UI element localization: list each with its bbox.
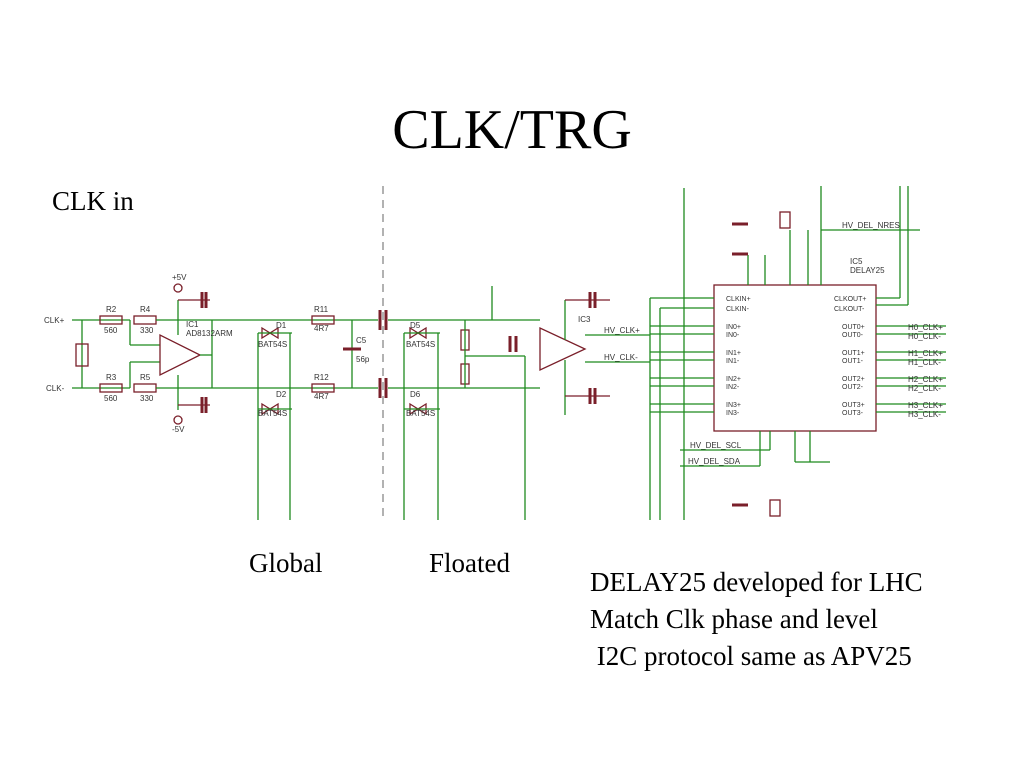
ic5-pin-in2-minus: IN2-	[726, 384, 740, 391]
ic5-pin-out3-minus: OUT3-	[842, 410, 864, 417]
val-d6: BAT54S	[406, 409, 435, 418]
ic5-pin-out3-plus: OUT3+	[842, 402, 865, 409]
ic5-pin-in3-minus: IN3-	[726, 410, 740, 417]
ref-d5: D5	[410, 321, 421, 330]
ref-c5: C5	[356, 336, 367, 345]
ic5-pin-in1-minus: IN1-	[726, 358, 740, 365]
ic5-pin-in1-plus: IN1+	[726, 350, 741, 357]
global-label: Global	[249, 548, 323, 578]
delay25-chip	[650, 186, 946, 520]
out-h3-clk-minus: H3_CLK-	[908, 410, 941, 419]
ic5-pin-in3-plus: IN3+	[726, 402, 741, 409]
ic5-pin-in0-plus: IN0+	[726, 324, 741, 331]
ref-r12: R12	[314, 373, 329, 382]
ref-r2: R2	[106, 305, 117, 314]
ic1-amplifier	[159, 333, 202, 377]
net-clk-plus: CLK+	[44, 316, 65, 325]
out-h1-clk-minus: H1_CLK-	[908, 358, 941, 367]
notes: DELAY25 developed for LHC Match Clk phas…	[590, 564, 923, 675]
out-h0-clk-minus: H0_CLK-	[908, 332, 941, 341]
ic5-pin-out0-minus: OUT0-	[842, 332, 864, 339]
val-r2: 560	[104, 326, 118, 335]
val-r11: 4R7	[314, 324, 329, 333]
ic5-pin-clkout-plus: CLKOUT+	[834, 296, 866, 303]
ic3-amplifier	[539, 326, 587, 372]
ic5-pin-out2-plus: OUT2+	[842, 376, 865, 383]
note-line: Match Clk phase and level	[590, 604, 878, 634]
ref-r11: R11	[314, 305, 329, 314]
ic5-pin-out1-plus: OUT1+	[842, 350, 865, 357]
part-ic5: DELAY25	[850, 266, 885, 275]
net-hv-del-nres: HV_DEL_NRES	[842, 221, 900, 230]
val-d1: BAT54S	[258, 340, 287, 349]
val-d2: BAT54S	[258, 409, 287, 418]
ic5-pin-clkin-minus: CLKIN-	[726, 306, 750, 313]
clk-in-label: CLK in	[52, 186, 134, 216]
val-r4: 330	[140, 326, 154, 335]
net-hv-clk-minus: HV_CLK-	[604, 353, 638, 362]
ref-d2: D2	[276, 390, 287, 399]
ref-ic5: IC5	[850, 257, 863, 266]
supply-minus5: -5V	[172, 425, 185, 434]
ic5-pin-clkout-minus: CLKOUT-	[834, 306, 865, 313]
ic5-pin-in0-minus: IN0-	[726, 332, 740, 339]
ic5-pin-out0-plus: OUT0+	[842, 324, 865, 331]
out-h2-clk-minus: H2_CLK-	[908, 384, 941, 393]
ref-d1: D1	[276, 321, 287, 330]
floated-stage	[388, 286, 661, 520]
val-c5: 56p	[356, 355, 370, 364]
out-h3-clk-plus: H3_CLK+	[908, 401, 943, 410]
out-h1-clk-plus: H1_CLK+	[908, 349, 943, 358]
ref-r3: R3	[106, 373, 117, 382]
ref-r4: R4	[140, 305, 151, 314]
ic5-pin-clkin-plus: CLKIN+	[726, 296, 751, 303]
val-r5: 330	[140, 394, 154, 403]
val-r3: 560	[104, 394, 118, 403]
floated-label: Floated	[429, 548, 510, 578]
ref-r5: R5	[140, 373, 151, 382]
net-hv-del-scl: HV_DEL_SCL	[690, 441, 742, 450]
ref-ic3: IC3	[578, 315, 591, 324]
note-line: I2C protocol same as APV25	[590, 641, 912, 671]
ic5-pin-out2-minus: OUT2-	[842, 384, 864, 391]
ic5-pin-in2-plus: IN2+	[726, 376, 741, 383]
coupling-caps	[378, 310, 388, 398]
val-d5: BAT54S	[406, 340, 435, 349]
part-ic1: AD8132ARM	[186, 329, 233, 338]
out-h2-clk-plus: H2_CLK+	[908, 375, 943, 384]
slide-title: CLK/TRG	[392, 99, 632, 161]
supply-plus5: +5V	[172, 273, 187, 282]
global-clamp-stage	[212, 315, 378, 520]
note-line: DELAY25 developed for LHC	[590, 567, 923, 597]
net-clk-minus: CLK-	[46, 384, 65, 393]
val-r12: 4R7	[314, 392, 329, 401]
out-h0-clk-plus: H0_CLK+	[908, 323, 943, 332]
input-stage	[72, 283, 213, 425]
ic5-pin-out1-minus: OUT1-	[842, 358, 864, 365]
ref-d6: D6	[410, 390, 421, 399]
net-hv-del-sda: HV_DEL_SDA	[688, 457, 741, 466]
net-hv-clk-plus: HV_CLK+	[604, 326, 640, 335]
ref-ic1: IC1	[186, 320, 199, 329]
